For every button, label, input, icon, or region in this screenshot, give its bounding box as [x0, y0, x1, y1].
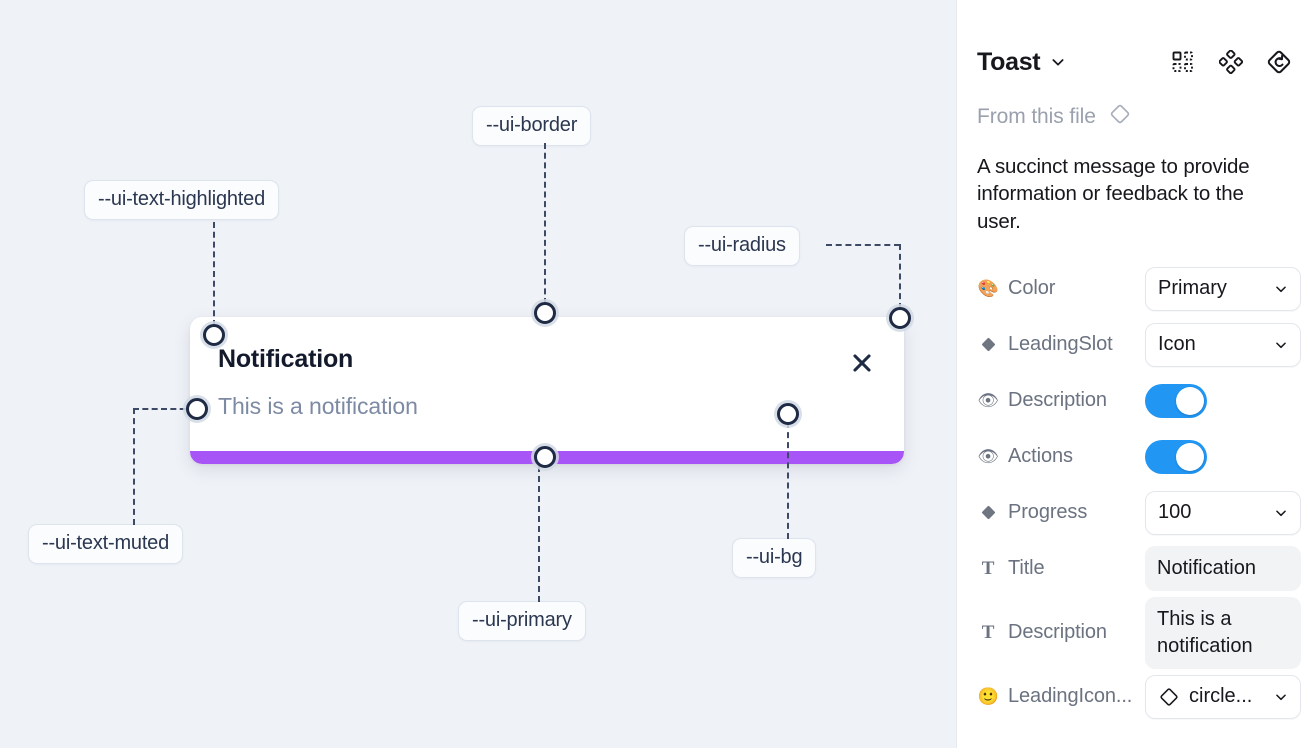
anchor-handle-primary[interactable] [534, 446, 556, 468]
anchor-handle-radius[interactable] [889, 307, 911, 329]
property-name: Actions [1008, 445, 1073, 468]
progress-select[interactable]: 100 [1145, 490, 1301, 535]
description-toggle[interactable] [1145, 383, 1207, 418]
anchor-handle-bg[interactable] [777, 403, 799, 425]
property-list: 🎨 Color Primary [977, 261, 1301, 725]
property-row-leadingicon: 🙂 LeadingIcon... circle... [977, 669, 1301, 725]
toast-title: Notification [218, 345, 354, 373]
property-name: LeadingSlot [1008, 333, 1113, 356]
property-row-leadingslot: LeadingSlot Icon [977, 317, 1301, 373]
diamond-filled-icon [977, 336, 999, 353]
page-title: Toast [977, 47, 1041, 76]
annotation-label-primary[interactable]: --ui-primary [458, 601, 586, 641]
chevron-down-icon [1274, 690, 1288, 704]
property-label-description-text: T Description [977, 621, 1145, 644]
property-row-description-toggle: 👁 Description [977, 373, 1292, 429]
leadingicon-select-value: circle... [1189, 685, 1253, 708]
property-row-description-text: T Description This is a notification [977, 596, 1301, 669]
toggle-knob [1176, 442, 1204, 471]
variants-cluster-icon[interactable] [1218, 49, 1244, 75]
title-field[interactable]: Notification [1145, 546, 1301, 592]
property-row-title: T Title Notification [977, 541, 1301, 597]
anchor-handle-text-highlighted[interactable] [203, 324, 225, 346]
connector-text-muted-vertical [133, 408, 135, 525]
leadingicon-select[interactable]: circle... [1145, 674, 1301, 719]
color-select-value: Primary [1158, 277, 1227, 300]
anchor-handle-text-muted[interactable] [186, 398, 208, 420]
connector-radius-horizontal [826, 244, 900, 246]
anchor-handle-border[interactable] [534, 302, 556, 324]
annotation-label-bg[interactable]: --ui-bg [732, 538, 817, 578]
leadingslot-select-value: Icon [1158, 333, 1196, 356]
property-name: Description [1008, 389, 1107, 412]
property-name: Title [1008, 557, 1045, 580]
from-this-file-row: From this file [977, 102, 1292, 131]
palette-emoji-icon: 🎨 [977, 278, 999, 298]
panel-header-icons [1170, 49, 1292, 75]
description-field[interactable]: This is a notification [1145, 596, 1301, 669]
property-row-progress: Progress 100 [977, 485, 1301, 541]
chevron-down-icon [1274, 506, 1288, 520]
diamond-outline-icon [1158, 686, 1180, 708]
color-select[interactable]: Primary [1145, 266, 1301, 311]
eye-emoji-icon: 👁 [977, 446, 999, 466]
progress-select-value: 100 [1158, 501, 1192, 524]
from-this-file-label: From this file [977, 104, 1096, 128]
property-label-title: T Title [977, 557, 1145, 580]
panel-header: Toast [977, 36, 1292, 88]
property-label-leadingicon: 🙂 LeadingIcon... [977, 685, 1145, 708]
eye-emoji-icon: 👁 [977, 390, 999, 410]
toast-component-preview[interactable]: Notification This is a notification [190, 317, 904, 464]
annotation-label-text-muted[interactable]: --ui-text-muted [28, 524, 184, 564]
property-row-actions-toggle: 👁 Actions [977, 429, 1292, 485]
text-type-icon: T [981, 621, 995, 643]
text-type-icon: T [981, 557, 995, 579]
property-name: Progress [1008, 501, 1088, 524]
property-label-leadingslot: LeadingSlot [977, 333, 1145, 356]
connector-text-muted-horizontal [133, 408, 195, 410]
smiley-emoji-icon: 🙂 [977, 686, 999, 706]
annotation-label-text-highlighted[interactable]: --ui-text-highlighted [84, 180, 279, 220]
component-description: A succinct message to provide informatio… [977, 155, 1250, 233]
annotation-label-border[interactable]: --ui-border [472, 106, 592, 146]
component-grid-icon[interactable] [1170, 49, 1196, 75]
chevron-down-icon[interactable] [1050, 54, 1066, 70]
property-label-progress: Progress [977, 501, 1145, 524]
chevron-down-icon [1274, 282, 1288, 296]
annotation-label-radius[interactable]: --ui-radius [684, 226, 800, 266]
chevron-down-icon [1274, 338, 1288, 352]
connector-bg [787, 422, 789, 539]
toggle-knob [1176, 386, 1204, 415]
connector-text-highlighted [213, 222, 215, 326]
property-label-description-toggle: 👁 Description [977, 389, 1145, 412]
connector-border [544, 143, 546, 304]
property-row-color: 🎨 Color Primary [977, 261, 1301, 317]
connector-primary [538, 466, 540, 602]
actions-toggle[interactable] [1145, 439, 1207, 474]
property-name: LeadingIcon... [1008, 685, 1133, 708]
property-label-actions-toggle: 👁 Actions [977, 445, 1145, 468]
property-name: Color [1008, 277, 1056, 300]
connector-radius-vertical [899, 244, 901, 309]
property-label-color: 🎨 Color [977, 277, 1145, 300]
properties-panel: Toast [956, 0, 1312, 748]
leadingslot-select[interactable]: Icon [1145, 322, 1301, 367]
diamond-outline-icon [1108, 102, 1132, 131]
design-canvas[interactable]: Notification This is a notification --ui… [0, 0, 956, 748]
reset-diamond-icon[interactable] [1266, 49, 1292, 75]
diamond-filled-icon [977, 504, 999, 521]
property-name: Description [1008, 621, 1107, 644]
toast-description: This is a notification [218, 393, 418, 419]
close-x-icon[interactable] [848, 349, 876, 377]
